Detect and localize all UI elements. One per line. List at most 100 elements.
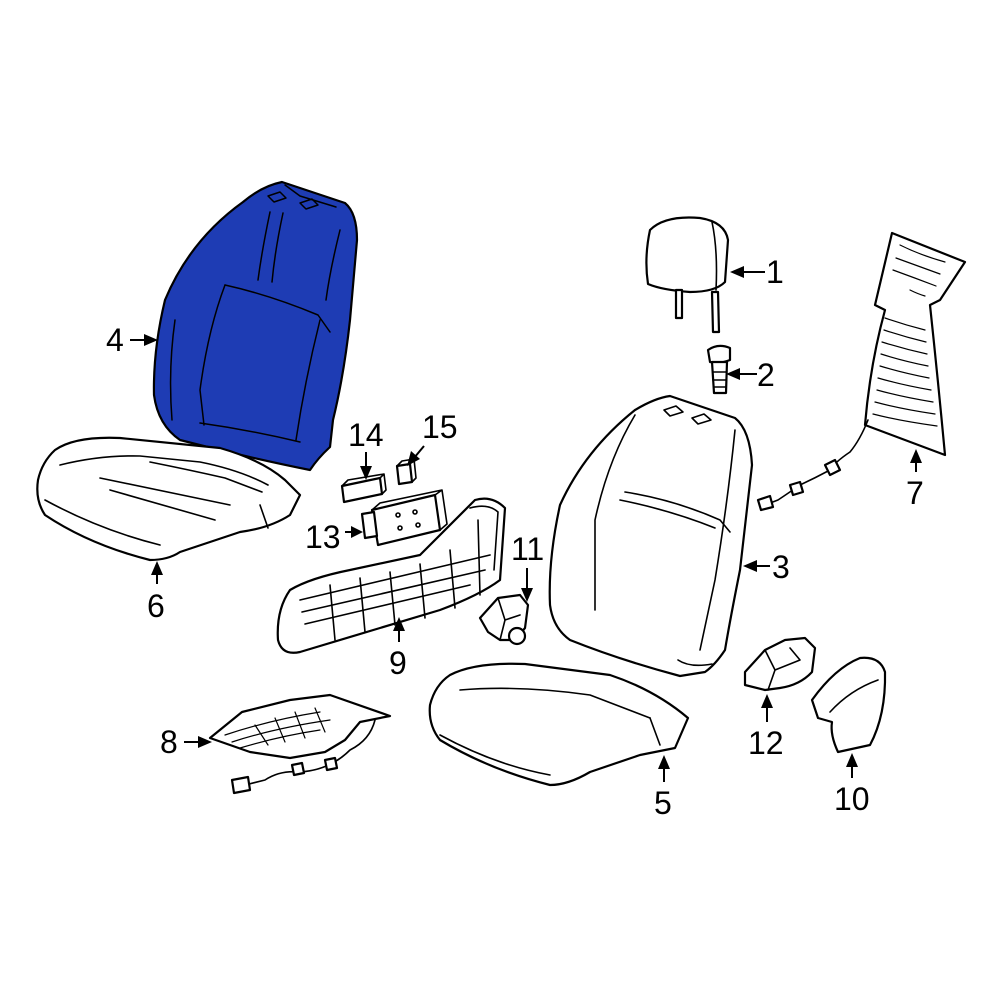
seat-back-seam-e bbox=[199, 284, 226, 426]
cushion-seam-d bbox=[109, 489, 216, 521]
pad-seam-d bbox=[699, 429, 736, 651]
callout-12: 12 bbox=[748, 725, 784, 761]
callout-7: 7 bbox=[906, 475, 924, 511]
part-5-seat-cushion-pad[interactable] bbox=[428, 662, 690, 787]
arrow-11 bbox=[521, 588, 533, 602]
side-cover-shape bbox=[810, 656, 887, 754]
cushion-heater-wire bbox=[244, 719, 376, 786]
callout-3: 3 bbox=[772, 549, 790, 585]
part-8-seat-cushion-heater[interactable] bbox=[208, 693, 392, 795]
heater-element-a bbox=[892, 244, 946, 297]
cushion-seam-b bbox=[149, 461, 263, 493]
callout-9: 9 bbox=[389, 645, 407, 681]
seat-back-tag bbox=[267, 191, 319, 210]
seat-back-seam-f bbox=[295, 319, 321, 441]
arrow-2 bbox=[726, 368, 740, 380]
part-4-seat-back-cover[interactable] bbox=[152, 180, 359, 472]
callout-13: 13 bbox=[305, 519, 341, 555]
arrow-13 bbox=[351, 526, 363, 538]
part-11-bracket[interactable] bbox=[478, 593, 530, 646]
heater-connector-a bbox=[823, 458, 842, 477]
pad-tag-a bbox=[663, 405, 684, 417]
block-shape bbox=[340, 476, 384, 504]
cushion-pad-seam-b bbox=[439, 734, 551, 776]
part-13-control-unit[interactable] bbox=[360, 489, 448, 547]
arrow-15 bbox=[407, 451, 420, 466]
arrow-3 bbox=[743, 560, 757, 572]
callout-4: 4 bbox=[106, 322, 124, 358]
side-trim-rib-b bbox=[329, 519, 481, 641]
pad-seam-a bbox=[624, 491, 731, 533]
cushion-seam-e bbox=[44, 499, 161, 546]
seat-back-pad-shape bbox=[548, 394, 754, 678]
part-7-seat-back-heater[interactable] bbox=[756, 231, 967, 512]
pad-seam-e bbox=[677, 659, 713, 667]
cushion-heater-plug-c bbox=[323, 756, 339, 772]
arrow-12 bbox=[761, 694, 773, 708]
part-6-seat-cushion-cover[interactable] bbox=[36, 436, 302, 562]
control-unit-hole-b bbox=[412, 509, 418, 515]
callout-6: 6 bbox=[147, 588, 165, 624]
seat-back-cover-shape bbox=[152, 180, 359, 472]
seat-back-seam-d bbox=[224, 284, 331, 333]
hinge-cover-fold bbox=[764, 647, 801, 691]
seat-back-seam-a bbox=[284, 184, 337, 208]
arrow-6 bbox=[151, 561, 163, 575]
part-3-seat-back-pad[interactable] bbox=[548, 394, 754, 678]
heater-plug bbox=[756, 494, 775, 512]
clip-shape bbox=[395, 462, 414, 486]
headrest-edge bbox=[711, 221, 718, 291]
part-2-headrest-guide[interactable] bbox=[706, 344, 732, 395]
control-unit-top bbox=[371, 489, 448, 531]
arrow-1 bbox=[730, 266, 744, 278]
callout-11: 11 bbox=[511, 531, 544, 567]
cushion-heater-plug-a bbox=[230, 775, 252, 795]
cushion-pad-shape bbox=[428, 662, 690, 787]
callout-10: 10 bbox=[834, 781, 870, 817]
heater-wire bbox=[764, 419, 869, 506]
control-unit-connector bbox=[360, 510, 379, 540]
part-12-hinge-cover[interactable] bbox=[743, 636, 817, 692]
bracket-knob bbox=[507, 626, 527, 646]
side-cover-edge bbox=[829, 679, 879, 713]
pad-seam-c bbox=[594, 414, 636, 611]
control-unit-hole-c bbox=[397, 525, 403, 531]
arrow-9 bbox=[393, 617, 405, 631]
leader-lines bbox=[130, 266, 922, 782]
cushion-seam-f bbox=[259, 504, 269, 529]
arrow-5 bbox=[658, 755, 670, 769]
arrow-8 bbox=[198, 736, 212, 748]
callout-8: 8 bbox=[160, 724, 178, 760]
heater-pad-shape bbox=[863, 231, 967, 457]
headrest-pad bbox=[645, 216, 730, 294]
callout-14: 14 bbox=[348, 417, 384, 453]
guide-shaft bbox=[710, 360, 729, 395]
seat-back-seam-c bbox=[271, 212, 284, 283]
seat-back-seam-b bbox=[257, 211, 271, 281]
heater-element-b bbox=[872, 317, 938, 427]
seat-back-seam-g bbox=[199, 422, 301, 443]
headrest-post-left bbox=[674, 288, 684, 320]
arrow-10 bbox=[846, 753, 858, 767]
cushion-heater-plug-b bbox=[290, 761, 306, 777]
side-trim-inner bbox=[469, 505, 499, 571]
control-unit-hole-a bbox=[395, 512, 401, 518]
part-15-clip[interactable] bbox=[395, 458, 417, 486]
guide-cap bbox=[706, 344, 732, 364]
callout-15: 15 bbox=[422, 409, 458, 445]
arrow-7 bbox=[910, 449, 922, 463]
pad-seam-b bbox=[619, 499, 716, 529]
cushion-pad-seam-c bbox=[649, 717, 661, 746]
guide-ribs bbox=[712, 371, 727, 388]
cushion-pad-seam-a bbox=[459, 687, 651, 719]
callout-labels: 1 2 3 4 5 6 7 8 9 10 11 12 13 14 15 bbox=[106, 254, 924, 821]
part-1-headrest[interactable] bbox=[645, 216, 730, 334]
part-10-side-cover[interactable] bbox=[810, 656, 887, 754]
part-9-side-trim[interactable] bbox=[276, 497, 507, 654]
part-14-block[interactable] bbox=[340, 473, 387, 504]
seat-back-seam-i bbox=[325, 229, 341, 301]
cushion-heater-element bbox=[224, 707, 331, 749]
callout-5: 5 bbox=[654, 785, 672, 821]
